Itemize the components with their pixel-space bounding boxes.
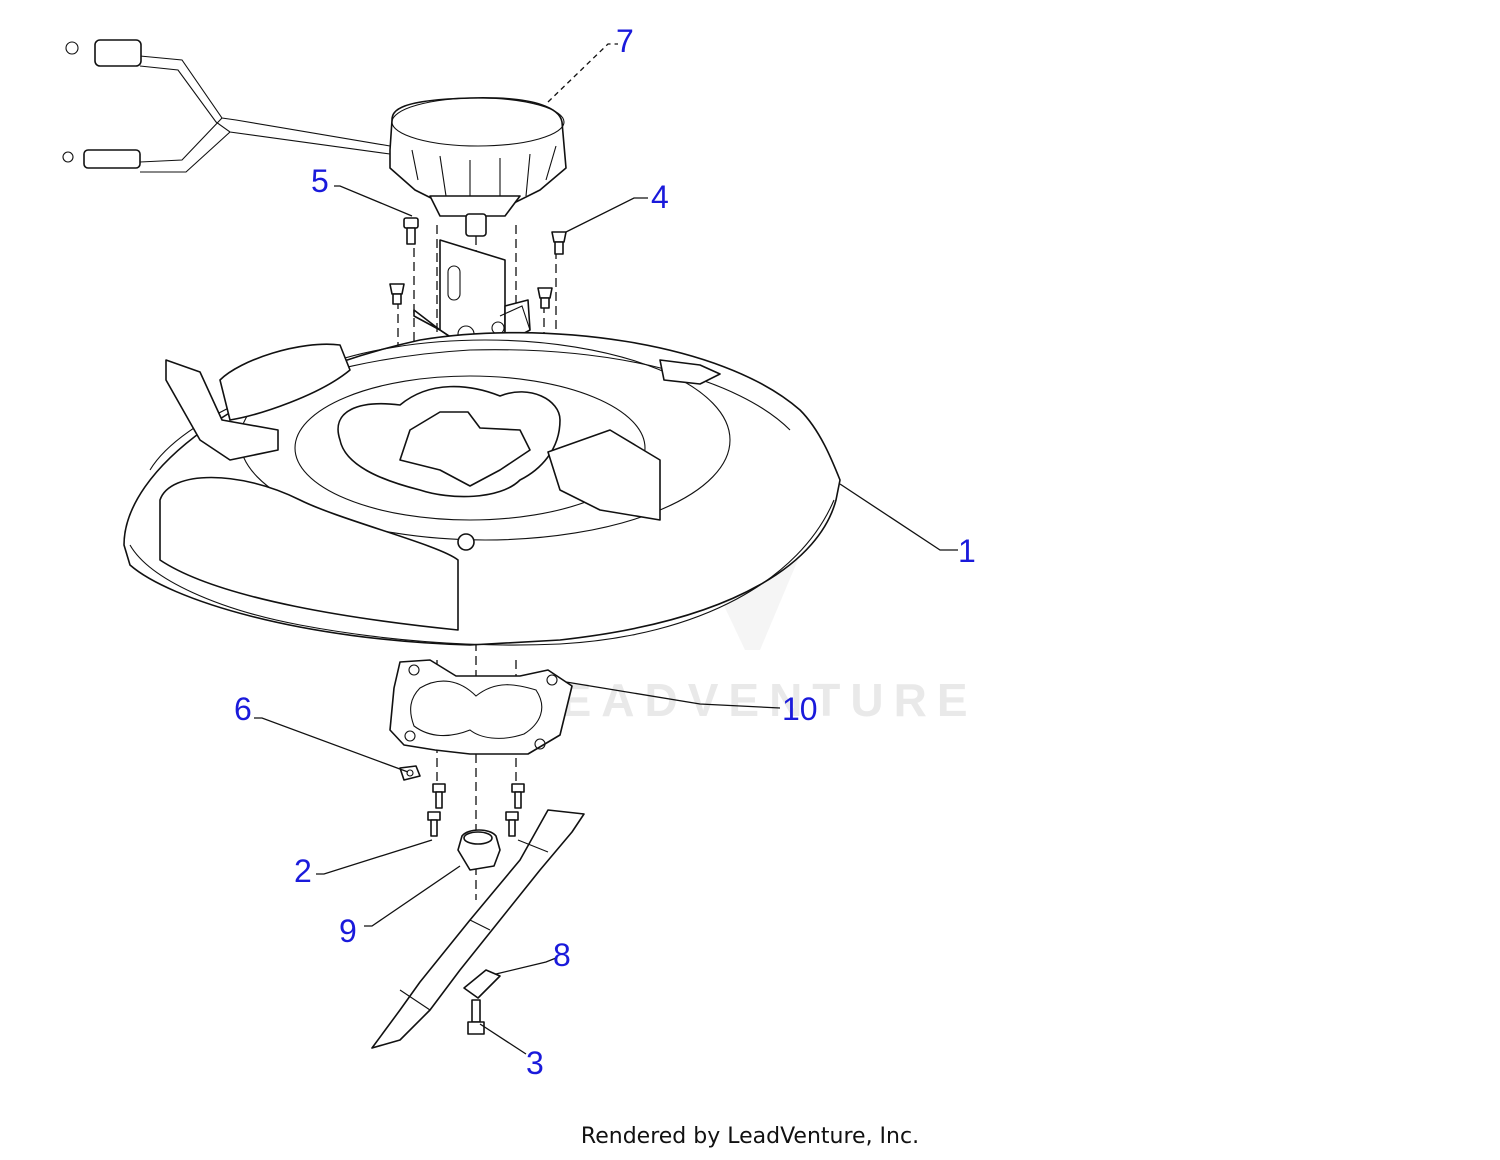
part-10-adapter-plate <box>389 659 573 755</box>
callout-1: 1 <box>958 533 976 569</box>
leader-lines <box>254 43 958 1055</box>
part-3-blade-bolt <box>467 999 485 1035</box>
part-5-bolt <box>403 217 419 245</box>
footer-credit: Rendered by LeadVenture, Inc. <box>580 1124 920 1149</box>
part-2-bolts <box>427 783 525 837</box>
callout-7: 7 <box>616 23 634 59</box>
callout-10: 10 <box>782 691 818 727</box>
callout-9: 9 <box>339 913 357 949</box>
part-1-mower-deck <box>123 331 841 646</box>
watermark-text: LEADVENTURE <box>522 674 977 726</box>
callout-2: 2 <box>294 853 312 889</box>
part-7-motor-assembly <box>62 39 567 237</box>
part-9-blade-hub <box>457 829 501 871</box>
callout-6: 6 <box>234 691 252 727</box>
callout-5: 5 <box>311 163 329 199</box>
callout-4: 4 <box>651 179 669 215</box>
blade <box>371 809 585 1049</box>
connector-lower-icon <box>83 149 141 169</box>
callouts: 1 2 3 4 5 6 7 8 9 10 <box>234 23 976 1081</box>
part-8-blade-plate <box>463 969 501 999</box>
part-4-bolt <box>389 231 567 309</box>
callout-3: 3 <box>526 1045 544 1081</box>
connector-upper-icon <box>94 39 142 67</box>
part-6-nut <box>399 765 421 781</box>
callout-8: 8 <box>553 937 571 973</box>
